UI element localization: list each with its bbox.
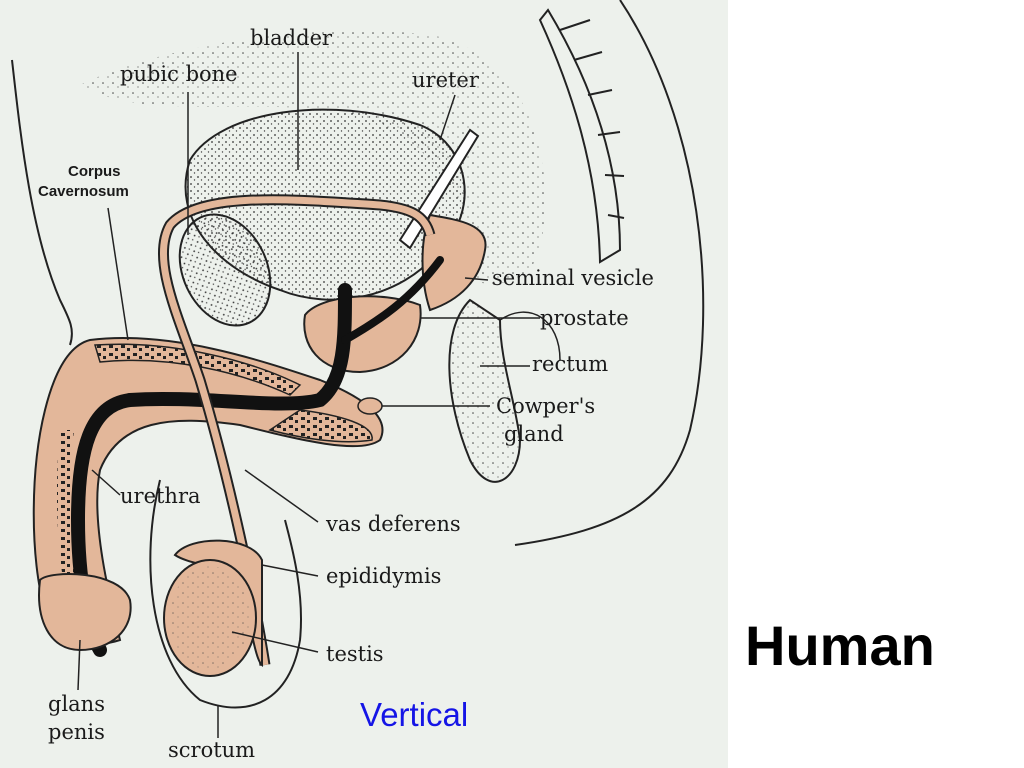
rectum [449,300,520,482]
glans [39,574,131,650]
section-note: Vertical [360,698,468,731]
label-ureter: ureter [412,70,479,91]
label-urethra: urethra [120,486,201,507]
label-cowpers-line1: Cowper's [496,396,595,417]
body-outline-front [12,60,72,345]
label-pubic-bone: pubic bone [120,64,238,85]
testis-texture [170,566,250,670]
diagram-panel: bladder pubic bone ureter Corpus Caverno… [0,0,728,768]
label-rectum: rectum [532,354,608,375]
label-prostate: prostate [540,308,629,329]
page-title: Human [745,618,935,674]
label-vas-deferens: vas deferens [326,514,461,535]
sacrum-vertebrae [540,10,624,262]
cowpers-gland [358,398,382,414]
label-scrotum: scrotum [168,740,255,761]
label-seminal-vesicle: seminal vesicle [492,268,654,289]
label-epididymis: epididymis [326,566,441,587]
label-corpus-line1: Corpus [68,163,121,181]
label-glans-line1: glans [48,694,105,715]
label-cowpers-line2: gland [504,424,564,445]
label-testis: testis [326,644,384,665]
label-corpus-line2: Cavernosum [38,183,129,201]
label-glans-line2: penis [48,722,105,743]
label-bladder: bladder [250,28,332,49]
